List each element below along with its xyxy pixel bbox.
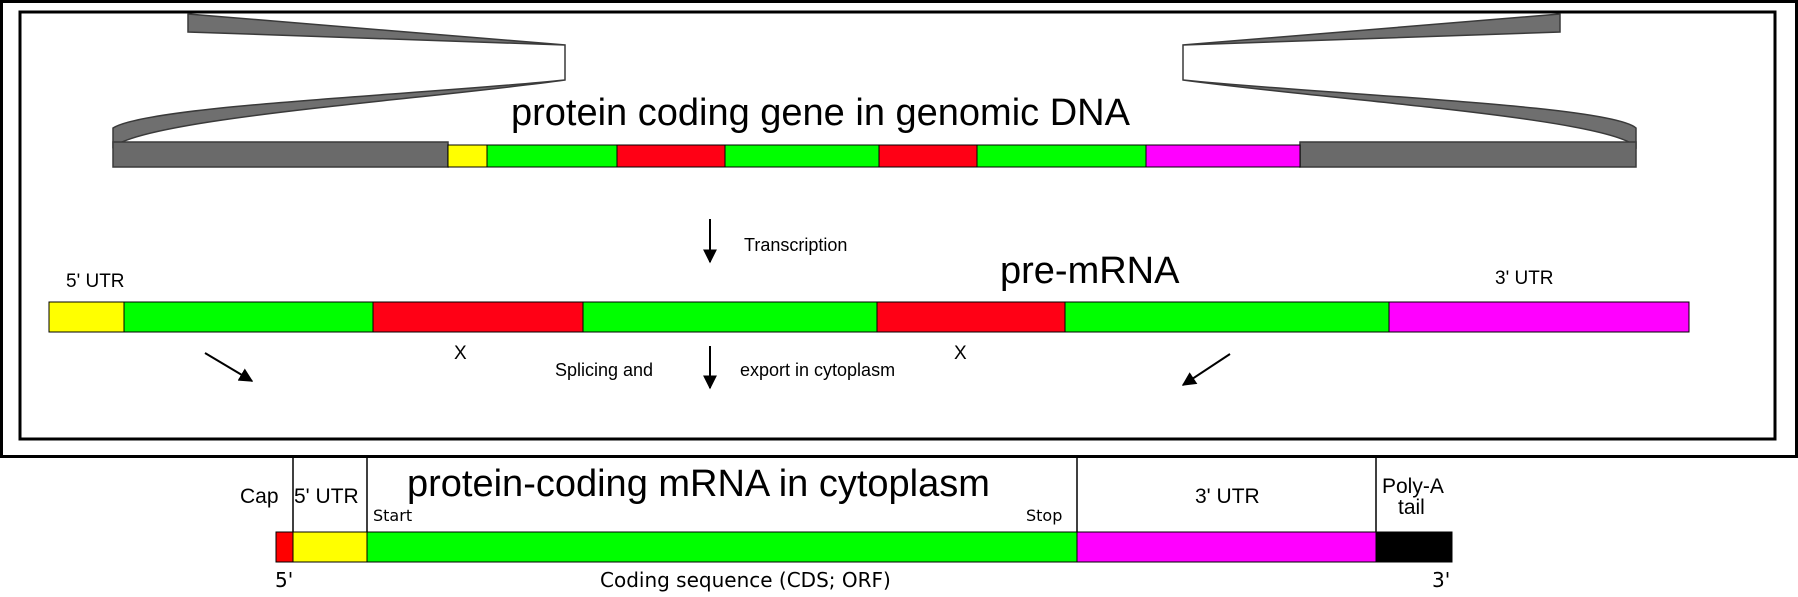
polya-label-line1: Poly-A (1382, 475, 1444, 498)
premrna-exon-segment-6 (1064, 301, 1390, 333)
splicing-label: Splicing and (555, 360, 654, 380)
dna-ribbon-left-loop (112, 13, 566, 149)
mature-mrna-bar (275, 531, 1453, 563)
stop-codon-label: Stop (1026, 506, 1063, 525)
dna-ribbon (112, 13, 1637, 168)
premrna-utr3-segment-7 (1388, 301, 1690, 333)
mrna-title: protein-coding mRNA in cytoplasm (407, 463, 990, 505)
mrna-utr5-label: 5' UTR (294, 485, 359, 508)
genomic-exon-segment-4 (724, 144, 880, 168)
premrna-intron-segment-3 (372, 301, 584, 333)
genomic-utr5-segment-1 (447, 144, 488, 168)
genomic-exon-segment-6 (976, 144, 1147, 168)
genomic-exon-segment-2 (486, 144, 618, 168)
export-label: export in cytoplasm (740, 360, 896, 380)
genomic-utr3-segment-7 (1145, 144, 1301, 168)
start-codon-label: Start (373, 506, 413, 525)
cds-label: Coding sequence (CDS; ORF) (600, 568, 891, 592)
premrna-utr5-segment-1 (48, 301, 125, 333)
premrna-utr3-label: 3' UTR (1495, 268, 1554, 289)
mrna-utr5-segment-2 (292, 531, 368, 563)
transcription-label: Transcription (744, 235, 848, 255)
mrna-exon-segment-3 (366, 531, 1078, 563)
genomic-title: protein coding gene in genomic DNA (511, 92, 1130, 134)
premrna-exon-segment-4 (582, 301, 878, 333)
mrna-polya-segment-5 (1375, 531, 1453, 563)
mrna-cap-label: Cap (240, 485, 279, 508)
genomic-gene-bar (447, 144, 1301, 168)
splicing-arrow-left (204, 352, 254, 382)
intron-mark-2: X (954, 343, 967, 364)
genomic-intron-segment-5 (878, 144, 978, 168)
mrna-utr3-segment-4 (1076, 531, 1377, 563)
mrna-cap-segment-1 (275, 531, 294, 563)
mrna-utr3-label: 3' UTR (1195, 485, 1260, 508)
dna-ribbon-right-loop (1182, 13, 1637, 149)
dna-ribbon-right-strand (1299, 141, 1637, 168)
inner-frame (18, 10, 1777, 441)
outer-frame (0, 0, 1798, 458)
splicing-arrow-right (1181, 353, 1231, 386)
genomic-intron-segment-3 (616, 144, 726, 168)
three-prime-label: 3' (1432, 568, 1451, 592)
premrna-title: pre-mRNA (1000, 250, 1180, 292)
premrna-intron-segment-5 (876, 301, 1066, 333)
mrna-region-dividers (292, 456, 1377, 532)
premrna-exon-segment-2 (123, 301, 374, 333)
premrna-utr5-label: 5' UTR (66, 271, 125, 292)
five-prime-label: 5' (275, 568, 294, 592)
dna-ribbon-left-strand (112, 141, 449, 168)
intron-mark-1: X (454, 343, 467, 364)
polya-label-line2: tail (1398, 496, 1425, 519)
pre-mrna-bar (48, 301, 1690, 333)
